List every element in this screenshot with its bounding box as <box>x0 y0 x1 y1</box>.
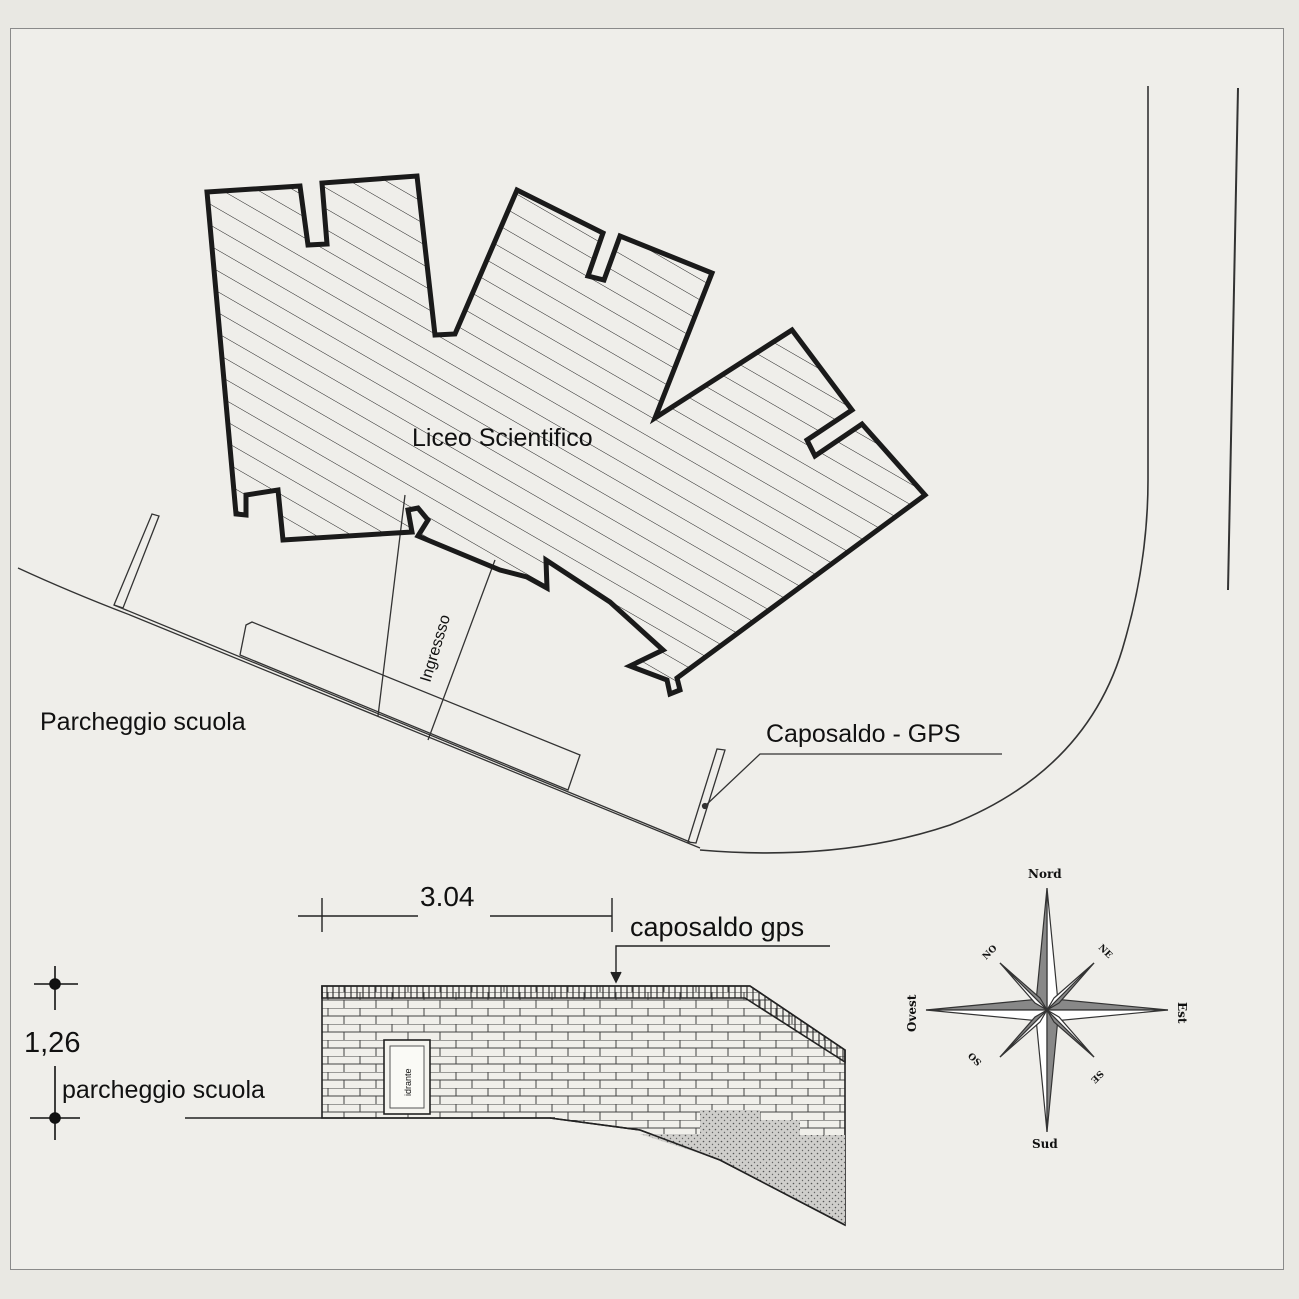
compass-south: Sud <box>1032 1137 1058 1151</box>
benchmark-label: Caposaldo - GPS <box>766 720 961 748</box>
compass-east: Est <box>1175 1002 1189 1024</box>
dimension-value: 3.04 <box>420 881 475 912</box>
compass-nw: NO <box>981 944 1000 963</box>
entrance-label: Ingressso <box>418 613 455 684</box>
building-footprint <box>204 173 929 698</box>
dimension-line <box>298 898 613 932</box>
compass-ne: NE <box>1096 943 1114 961</box>
sidewalk <box>17 494 726 849</box>
height-value: 1,26 <box>24 1027 80 1059</box>
compass-west: Ovest <box>905 994 919 1032</box>
road <box>699 86 1239 854</box>
gps-leader <box>610 945 830 984</box>
hydrant-label: idrante <box>403 1068 413 1096</box>
compass-north: Nord <box>1028 867 1062 881</box>
compass-se: SE <box>1088 1068 1105 1085</box>
hydrant-box: idrante <box>383 1039 431 1115</box>
compass-sw: SO <box>967 1050 984 1067</box>
parking-label: Parcheggio scuola <box>40 708 246 736</box>
height-dimension <box>30 966 80 1140</box>
retaining-wall <box>321 985 846 1227</box>
building-label: Liceo Scientifico <box>412 424 593 452</box>
section-parking-label: parcheggio scuola <box>62 1076 265 1104</box>
compass-rose <box>925 887 1169 1133</box>
benchmark-leader <box>701 753 1002 810</box>
section-benchmark-label: caposaldo gps <box>630 912 804 942</box>
